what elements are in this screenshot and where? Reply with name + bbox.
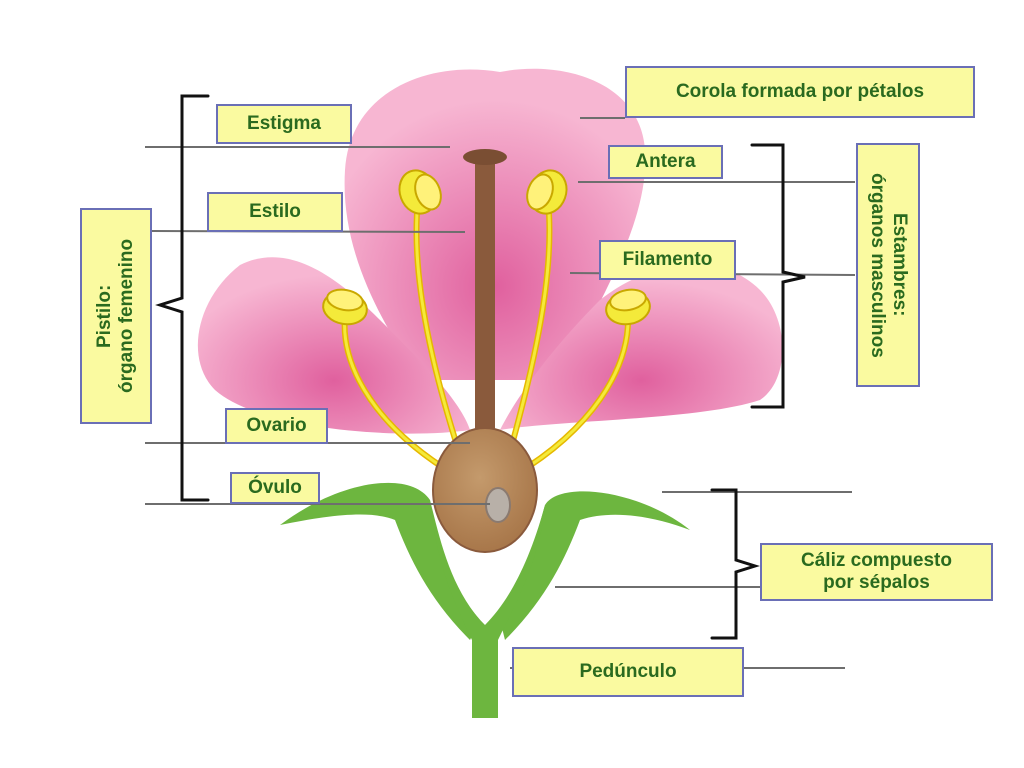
label-pedunculo-text: Pedúnculo [579,661,677,682]
pistil [432,149,538,553]
ovary-body [432,427,538,553]
label-pedunculo: Pedúnculo [512,647,744,697]
label-estilo-text: Estilo [249,201,301,222]
label-caliz-line2: por sépalos [823,572,930,593]
label-filamento-text: Filamento [622,249,713,270]
label-corola-text: Corola formada por pétalos [675,81,925,102]
label-estigma: Estigma [216,104,352,144]
receptacle [430,500,545,640]
sepal-left [280,482,480,640]
label-ovulo: Óvulo [230,472,320,504]
label-antera-text: Antera [635,151,696,172]
label-estambres-line1: Estambres: [889,213,910,317]
stigma-top [463,149,507,165]
label-pistilo-line2: órgano femenino [116,238,137,394]
label-caliz-line1: Cáliz compuesto [801,550,952,571]
label-estambres-line2: órganos masculinos [867,172,888,358]
label-caliz: Cáliz compuesto por sépalos [760,543,993,601]
label-estambres: Estambres: órganos masculinos [856,143,920,387]
label-filamento: Filamento [599,240,736,280]
petal-left [197,257,470,434]
label-corola: Corola formada por pétalos [625,66,975,118]
style-column [475,158,495,438]
sepal-right [500,491,690,640]
label-estigma-text: Estigma [247,113,321,134]
label-ovulo-text: Óvulo [248,477,302,498]
label-antera: Antera [608,145,723,179]
stamen-bracket [750,143,806,409]
anthers [322,169,651,326]
label-ovario-text: Ovario [246,415,307,436]
calyx-bracket [710,488,760,640]
label-pistilo: Pistilo: órgano femenino [80,208,152,424]
peduncle-stem [472,630,498,718]
label-pistilo-line1: Pistilo: [94,284,115,348]
label-ovario: Ovario [225,408,328,444]
brackets [155,94,806,640]
pistil-bracket [155,94,210,502]
calyx-sepals [280,482,690,718]
label-estilo: Estilo [207,192,343,232]
petal-right [500,264,783,430]
